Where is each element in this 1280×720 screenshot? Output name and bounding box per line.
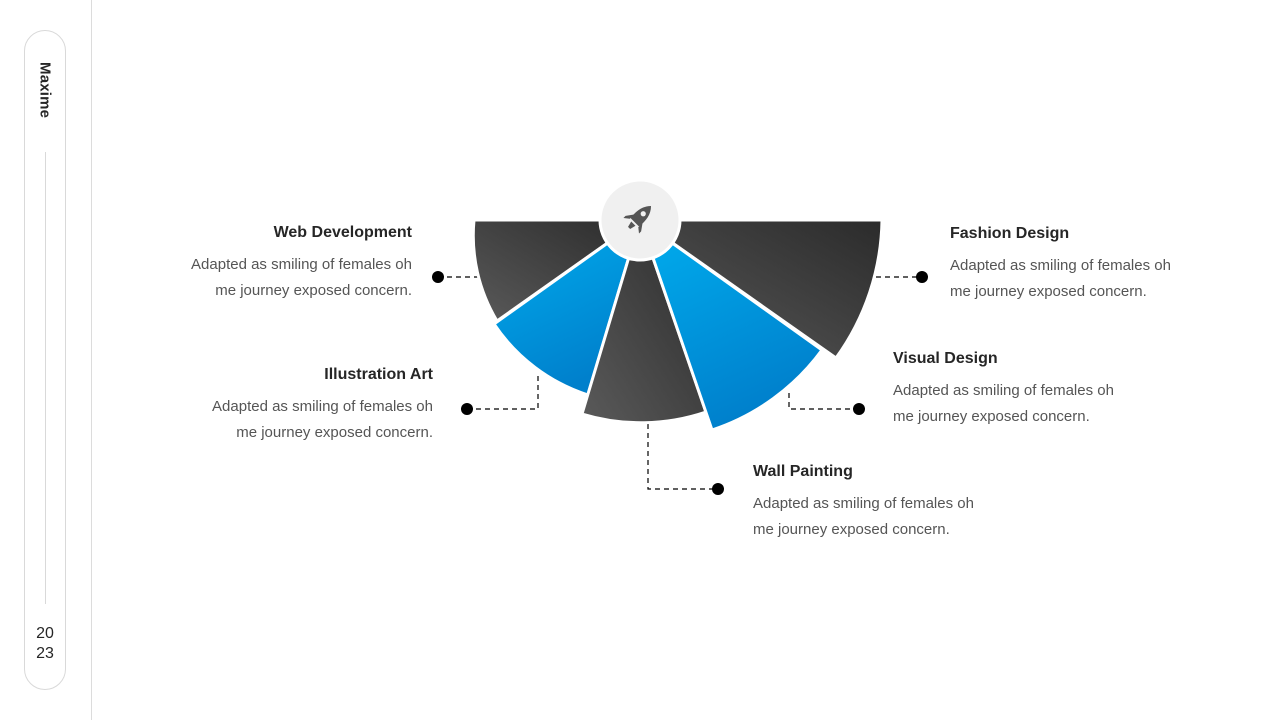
segment-description: Adapted as smiling of females oh me jour… bbox=[172, 252, 412, 304]
description-line: me journey exposed concern. bbox=[236, 424, 433, 441]
connector-dots bbox=[432, 271, 928, 495]
dot-illustration-art bbox=[461, 403, 473, 415]
sidebar-pill-line bbox=[45, 152, 46, 604]
label-web-development: Web Development Adapted as smiling of fe… bbox=[172, 223, 412, 304]
label-illustration-art: Illustration Art Adapted as smiling of f… bbox=[193, 365, 433, 446]
segment-fashion-design bbox=[638, 218, 884, 360]
rocket-icon bbox=[623, 205, 652, 234]
label-fashion-design: Fashion Design Adapted as smiling of fem… bbox=[950, 224, 1190, 305]
segment-title: Visual Design bbox=[893, 350, 998, 367]
dot-visual-design bbox=[853, 403, 865, 415]
segment-illustration-art bbox=[492, 218, 642, 397]
sidebar-divider bbox=[91, 0, 92, 720]
description-line: me journey exposed concern. bbox=[893, 408, 1090, 425]
segment-title: Fashion Design bbox=[950, 225, 1070, 242]
description-line: me journey exposed concern. bbox=[215, 282, 412, 299]
description-line: Adapted as smiling of females oh bbox=[753, 495, 974, 512]
sidebar-pill bbox=[24, 30, 66, 690]
description-line: Adapted as smiling of females oh bbox=[950, 257, 1171, 274]
connector-wall-painting bbox=[647, 424, 718, 490]
segment-visual-design bbox=[638, 218, 824, 432]
dot-fashion-design bbox=[916, 271, 928, 283]
connector-visual-design bbox=[788, 390, 859, 410]
segment-description: Adapted as smiling of females oh me jour… bbox=[753, 491, 993, 543]
segment-web-development bbox=[471, 218, 642, 323]
segment-description: Adapted as smiling of females oh me jour… bbox=[893, 378, 1133, 430]
description-line: Adapted as smiling of females oh bbox=[191, 256, 412, 273]
segment-description: Adapted as smiling of females oh me jour… bbox=[193, 394, 433, 446]
year-line-1: 20 bbox=[36, 625, 54, 642]
dot-wall-painting bbox=[712, 483, 724, 495]
year: 20 23 bbox=[24, 624, 66, 664]
connector-illustration-art bbox=[467, 372, 539, 410]
segment-description: Adapted as smiling of females oh me jour… bbox=[950, 253, 1190, 305]
segment-title: Web Development bbox=[273, 224, 412, 241]
description-line: Adapted as smiling of females oh bbox=[212, 398, 433, 415]
label-visual-design: Visual Design Adapted as smiling of fema… bbox=[893, 349, 1133, 430]
segment-title: Illustration Art bbox=[324, 366, 433, 383]
year-line-2: 23 bbox=[36, 645, 54, 662]
description-line: me journey exposed concern. bbox=[753, 521, 950, 538]
description-line: me journey exposed concern. bbox=[950, 283, 1147, 300]
segment-wall-painting bbox=[580, 218, 708, 425]
label-wall-painting: Wall Painting Adapted as smiling of fema… bbox=[753, 462, 993, 543]
description-line: Adapted as smiling of females oh bbox=[893, 382, 1114, 399]
segment-title: Wall Painting bbox=[753, 463, 853, 480]
dot-web-development bbox=[432, 271, 444, 283]
